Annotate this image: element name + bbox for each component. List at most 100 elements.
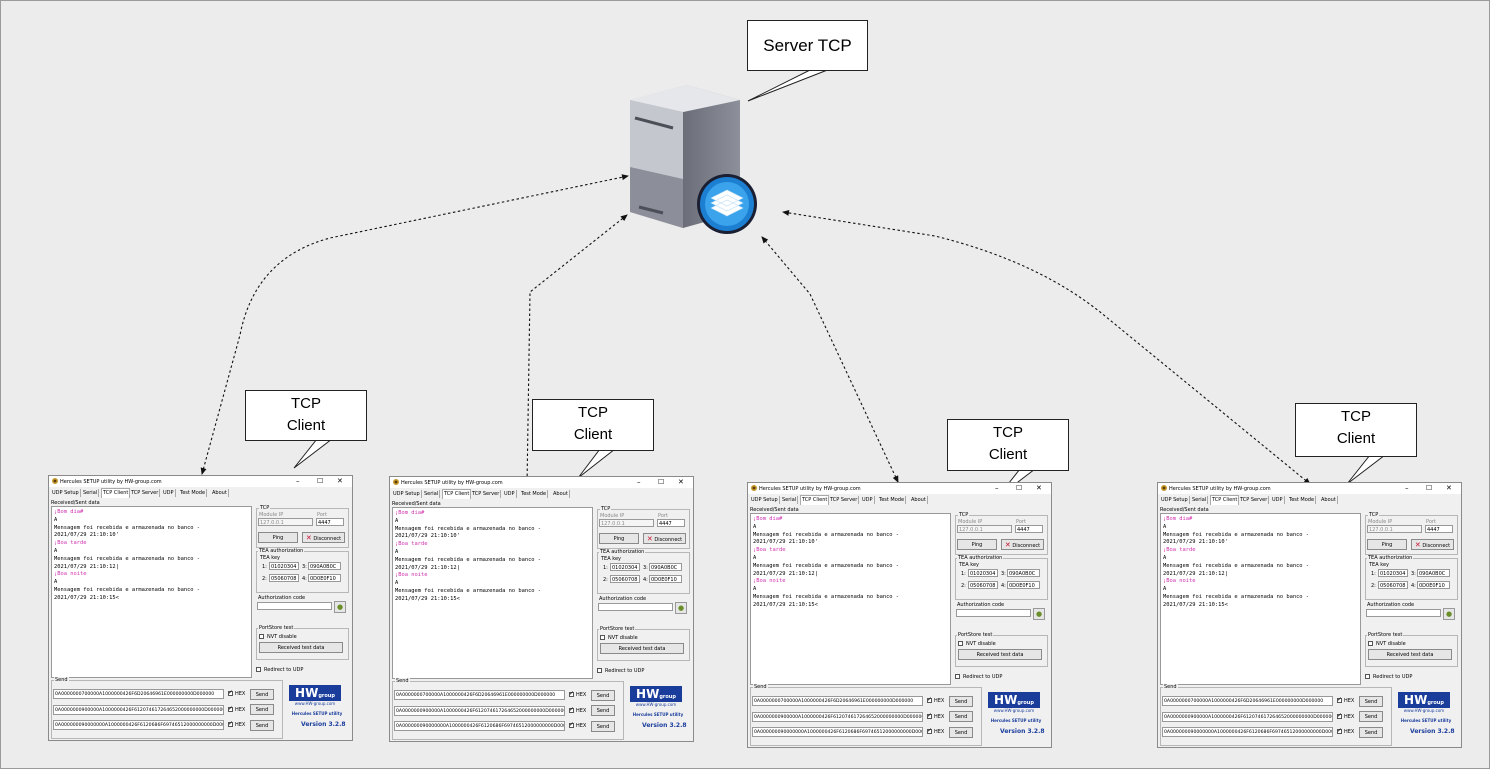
port-field[interactable]: 4447	[316, 518, 344, 526]
hex-checkbox[interactable]	[927, 727, 932, 734]
minimize-icon[interactable]: –	[637, 478, 641, 486]
send-input-2[interactable]: 0A0000000900000A1000000426F6120746172646…	[752, 711, 923, 722]
minimize-icon[interactable]: –	[1405, 484, 1409, 492]
title-bar[interactable]: Hercules SETUP utility by HW-group.com –…	[49, 476, 352, 487]
auth-lock-icon[interactable]: ●	[334, 601, 346, 613]
tab-test-mode[interactable]: Test Mode	[1289, 496, 1317, 504]
key2-field[interactable]: 05060708	[269, 574, 299, 582]
ping-button[interactable]: Ping	[599, 533, 639, 544]
hex-checkbox[interactable]	[1337, 727, 1342, 734]
disconnect-button[interactable]: ✕ Disconnect	[1001, 539, 1044, 550]
close-x-icon[interactable]: ✕	[1446, 484, 1452, 492]
send-input-1[interactable]: 0A0000000700000A1000000426F6D20646961E00…	[752, 696, 923, 706]
auth-code-field[interactable]	[598, 603, 673, 611]
send-button[interactable]: Send	[1359, 726, 1383, 738]
hex-checkbox[interactable]	[1337, 696, 1342, 703]
send-button[interactable]: Send	[591, 720, 615, 732]
nvt-disable-checkbox[interactable]	[259, 634, 264, 639]
tab-tcp-client[interactable]: TCP Client	[1210, 495, 1240, 505]
hex-checkbox[interactable]	[927, 696, 932, 703]
nvt-disable-checkbox[interactable]	[1368, 641, 1373, 646]
maximize-icon[interactable]: ☐	[317, 477, 324, 485]
key3-field[interactable]: 090A0B0C	[1417, 569, 1450, 577]
auth-lock-icon[interactable]: ●	[1033, 608, 1045, 620]
port-field[interactable]: 4447	[1425, 525, 1453, 533]
auth-code-field[interactable]	[257, 602, 332, 610]
hex-checkbox[interactable]	[927, 712, 932, 719]
tab-udp-setup[interactable]: UDP Setup	[393, 490, 422, 498]
send-button[interactable]: Send	[250, 704, 274, 715]
key3-field[interactable]: 090A0B0C	[1007, 569, 1040, 577]
hex-checkbox[interactable]	[1337, 712, 1342, 719]
module-ip-field[interactable]: 127.0.0.1	[599, 519, 654, 527]
tab-udp-setup[interactable]: UDP Setup	[1161, 496, 1190, 504]
key1-field[interactable]: 01020304	[610, 563, 640, 571]
key4-field[interactable]: 0D0E0F10	[1417, 581, 1450, 589]
close-x-icon[interactable]: ✕	[1036, 484, 1042, 492]
tab-serial[interactable]: Serial	[424, 490, 441, 498]
tab-udp[interactable]: UDP	[163, 489, 176, 497]
ping-button[interactable]: Ping	[1367, 539, 1407, 550]
disconnect-button[interactable]: ✕ Disconnect	[643, 533, 686, 544]
send-input-1[interactable]: 0A0000000700000A1000000426F6D20646961E00…	[394, 690, 565, 700]
maximize-icon[interactable]: ☐	[1426, 484, 1433, 492]
redirect-udp-checkbox[interactable]	[955, 674, 960, 679]
tab-about[interactable]: About	[212, 489, 229, 497]
tab-serial[interactable]: Serial	[1192, 496, 1209, 504]
auth-code-field[interactable]	[956, 609, 1031, 617]
auth-lock-icon[interactable]: ●	[675, 602, 687, 614]
key3-field[interactable]: 090A0B0C	[308, 562, 341, 570]
key1-field[interactable]: 01020304	[968, 569, 998, 577]
tab-udp[interactable]: UDP	[504, 490, 517, 498]
title-bar[interactable]: Hercules SETUP utility by HW-group.com –…	[1158, 483, 1461, 494]
tab-tcp-client[interactable]: TCP Client	[442, 489, 472, 499]
module-ip-field[interactable]: 127.0.0.1	[1367, 525, 1422, 533]
send-input-2[interactable]: 0A0000000900000A1000000426F6120746172646…	[1162, 711, 1333, 722]
send-button[interactable]: Send	[250, 688, 274, 700]
hex-checkbox[interactable]	[228, 720, 233, 727]
tab-tcp-client[interactable]: TCP Client	[101, 488, 131, 498]
auth-lock-icon[interactable]: ●	[1443, 608, 1455, 620]
redirect-udp-checkbox[interactable]	[1365, 674, 1370, 679]
redirect-udp-checkbox[interactable]	[597, 668, 602, 673]
send-button[interactable]: Send	[949, 726, 973, 738]
disconnect-button[interactable]: ✕ Disconnect	[1411, 539, 1454, 550]
auth-code-field[interactable]	[1366, 609, 1441, 617]
disconnect-button[interactable]: ✕ Disconnect	[302, 532, 345, 543]
send-input-3[interactable]: 0A000000090000000A1000000426F6120686F697…	[752, 727, 923, 737]
send-button[interactable]: Send	[591, 689, 615, 701]
hex-checkbox[interactable]	[569, 706, 574, 713]
module-ip-field[interactable]: 127.0.0.1	[957, 525, 1012, 533]
tab-udp-setup[interactable]: UDP Setup	[52, 489, 81, 497]
port-field[interactable]: 4447	[657, 519, 685, 527]
nvt-disable-checkbox[interactable]	[958, 641, 963, 646]
tab-test-mode[interactable]: Test Mode	[180, 489, 208, 497]
module-ip-field[interactable]: 127.0.0.1	[258, 518, 313, 526]
tab-test-mode[interactable]: Test Mode	[879, 496, 907, 504]
close-x-icon[interactable]: ✕	[678, 478, 684, 486]
tab-udp-setup[interactable]: UDP Setup	[751, 496, 780, 504]
send-input-1[interactable]: 0A0000000700000A1000000426F6D20646961E00…	[1162, 696, 1333, 706]
redirect-udp-checkbox[interactable]	[256, 667, 261, 672]
minimize-icon[interactable]: –	[296, 477, 300, 485]
send-input-2[interactable]: 0A0000000900000A1000000426F6120746172646…	[394, 705, 565, 716]
received-test-data-button[interactable]: Received test data	[259, 642, 343, 653]
title-bar[interactable]: Hercules SETUP utility by HW-group.com –…	[390, 477, 693, 488]
received-test-data-button[interactable]: Received test data	[1368, 649, 1452, 660]
send-button[interactable]: Send	[949, 695, 973, 707]
key4-field[interactable]: 0D0E0F10	[308, 574, 341, 582]
hex-checkbox[interactable]	[228, 689, 233, 696]
hex-checkbox[interactable]	[569, 690, 574, 697]
tab-tcp-server[interactable]: TCP Server	[472, 490, 502, 498]
hex-checkbox[interactable]	[569, 721, 574, 728]
port-field[interactable]: 4447	[1015, 525, 1043, 533]
send-input-2[interactable]: 0A0000000900000A1000000426F6120746172646…	[53, 704, 224, 715]
key4-field[interactable]: 0D0E0F10	[649, 575, 682, 583]
send-input-3[interactable]: 0A000000090000000A1000000426F6120686F697…	[1162, 727, 1333, 737]
key3-field[interactable]: 090A0B0C	[649, 563, 682, 571]
tab-serial[interactable]: Serial	[782, 496, 799, 504]
tab-serial[interactable]: Serial	[83, 489, 100, 497]
